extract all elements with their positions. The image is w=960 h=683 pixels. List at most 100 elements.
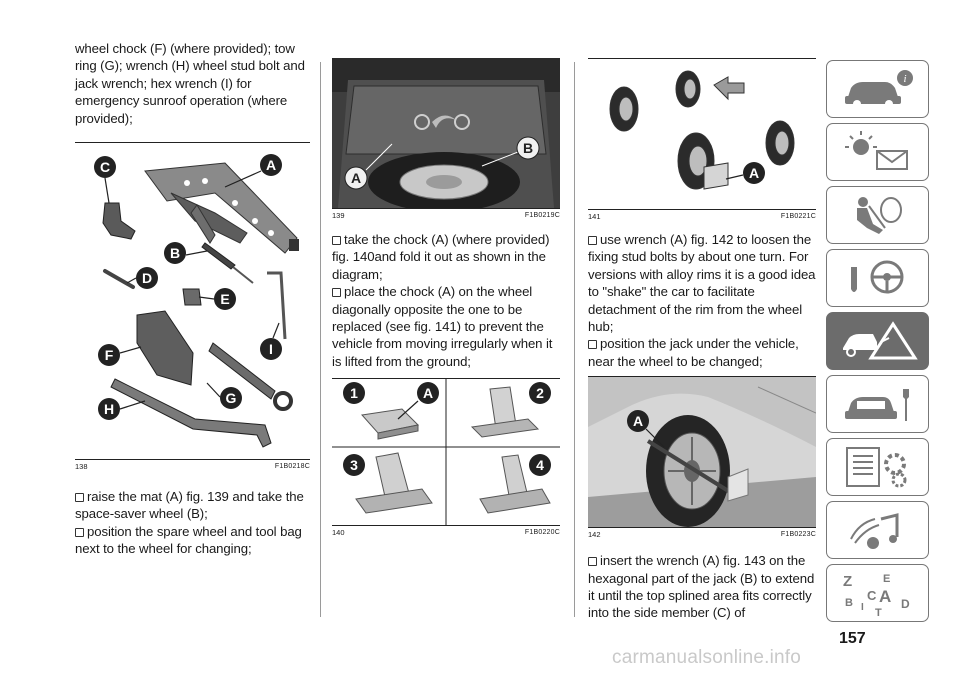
- figure-142-illustration: A: [588, 377, 817, 528]
- car-info-icon: i: [844, 70, 913, 108]
- figure-number: 138: [75, 462, 88, 471]
- callout-A: A: [351, 170, 361, 186]
- tab-maintenance[interactable]: [826, 375, 929, 433]
- tab-letter: A: [879, 587, 891, 606]
- column-divider: [320, 62, 321, 617]
- step-item: take the chock (A) (where provided) fig.…: [332, 231, 560, 283]
- figure-number: 141: [588, 212, 601, 221]
- tab-letter: T: [875, 607, 882, 618]
- tab-car-info[interactable]: i: [826, 60, 929, 118]
- callout-3: 3: [350, 457, 358, 473]
- watermark: carmanualsonline.info: [612, 647, 802, 668]
- figure-138: C A B D E F I G H: [75, 142, 310, 472]
- step-text: insert the wrench (A) fig. 143 on the he…: [588, 553, 815, 621]
- figure-140-illustration: 1 A 2 3 4: [332, 379, 560, 526]
- step-item: position the jack under the vehicle, nea…: [588, 335, 816, 370]
- step-item: position the spare wheel and tool bag ne…: [75, 523, 310, 558]
- col3-steps-b: insert the wrench (A) fig. 143 on the he…: [588, 552, 816, 622]
- figure-code: F1B0223C: [780, 531, 816, 539]
- callout-I: I: [269, 341, 273, 357]
- col2-steps: take the chock (A) (where provided) fig.…: [332, 231, 560, 370]
- figure-139-caption: 139 F1B0219C: [332, 208, 560, 220]
- checkbox-bullet-icon: [332, 236, 341, 245]
- tab-airbag-safety[interactable]: [826, 186, 929, 244]
- tab-letter: I: [861, 602, 864, 613]
- step-text: position the jack under the vehicle, nea…: [588, 336, 799, 369]
- step-text: place the chock (A) on the wheel diagona…: [332, 284, 553, 369]
- tab-index[interactable]: Z E B A I C D T: [826, 564, 929, 622]
- checkbox-bullet-icon: [332, 288, 341, 298]
- car-maintenance-icon: [844, 389, 909, 421]
- tab-technical-data[interactable]: [826, 438, 929, 496]
- tab-steering[interactable]: [826, 249, 929, 307]
- dashboard-lights-icon: [844, 131, 908, 170]
- checkbox-bullet-icon: [588, 557, 597, 567]
- step-item: place the chock (A) on the wheel diagona…: [332, 283, 560, 370]
- callout-1: 1: [350, 385, 358, 401]
- tab-emergency[interactable]: [826, 312, 929, 370]
- step-item: use wrench (A) fig. 142 to loosen the fi…: [588, 231, 816, 335]
- callout-B: B: [170, 245, 180, 261]
- tab-letter: C: [867, 588, 877, 603]
- callout-A: A: [749, 165, 759, 181]
- intro-paragraph: wheel chock (F) (where provided); tow ri…: [75, 41, 305, 126]
- callout-2: 2: [536, 385, 544, 401]
- checkbox-bullet-icon: [588, 236, 597, 245]
- figure-number: 140: [332, 528, 345, 538]
- callout-A: A: [633, 413, 643, 429]
- jack-illustration: [144, 162, 299, 254]
- callout-B: B: [523, 140, 533, 156]
- figure-141-illustration: A: [609, 70, 795, 190]
- figure-number: 139: [332, 211, 345, 220]
- figure-code: F1B0221C: [780, 213, 816, 220]
- step-text: position the spare wheel and tool bag ne…: [75, 523, 302, 557]
- callout-F: F: [105, 347, 114, 363]
- tab-dashboard-lights[interactable]: [826, 123, 929, 181]
- figure-142: A 142 F1B0223C: [588, 376, 817, 540]
- multimedia-icon: [849, 513, 898, 549]
- figure-138-caption: 138 F1B0218C: [75, 459, 310, 471]
- step-text: take the chock (A) (where provided) fig.…: [332, 232, 550, 282]
- figure-code: F1B0220C: [524, 529, 560, 537]
- figure-code: F1B0218C: [274, 463, 310, 470]
- callout-4: 4: [536, 457, 544, 473]
- checkbox-bullet-icon: [75, 527, 84, 537]
- steering-wheel-icon: [850, 260, 903, 294]
- figure-139-illustration: A B: [332, 58, 560, 212]
- figure-141-caption: 141 F1B0221C: [588, 209, 816, 221]
- page-number: 157: [839, 630, 866, 647]
- technical-data-icon: [845, 447, 906, 488]
- checkbox-bullet-icon: [588, 340, 597, 350]
- step-item: raise the mat (A) fig. 139 and take the …: [75, 488, 310, 523]
- tab-multimedia[interactable]: [826, 501, 929, 559]
- figure-139: A B 139 F1B0219C: [332, 58, 560, 220]
- callout-D: D: [142, 270, 152, 286]
- callout-G: G: [226, 390, 237, 406]
- step-text: raise the mat (A) fig. 139 and take the …: [75, 489, 304, 522]
- tab-letter: B: [845, 597, 853, 609]
- column-1: wheel chock (F) (where provided); tow ri…: [75, 40, 310, 558]
- callout-E: E: [220, 291, 229, 307]
- figure-140-caption: 140 F1B0220C: [332, 525, 560, 537]
- step-item: insert the wrench (A) fig. 143 on the he…: [588, 552, 816, 622]
- column-3: A 141 F1B0221C use wrench (A) fig. 142 t…: [588, 58, 817, 622]
- alphabetical-index-icon: Z E B A I C D T: [843, 573, 910, 618]
- tab-letter: D: [901, 597, 910, 611]
- col3-steps-a: use wrench (A) fig. 142 to loosen the fi…: [588, 231, 816, 370]
- step-text: use wrench (A) fig. 142 to loosen the fi…: [588, 232, 816, 335]
- figure-140: 1 A 2 3 4 140 F1B0220C: [332, 378, 560, 537]
- socket-illustration: [102, 202, 136, 240]
- callout-A: A: [423, 385, 433, 401]
- callout-H: H: [104, 401, 114, 417]
- column-divider: [574, 62, 575, 617]
- callout-A: A: [266, 157, 276, 173]
- tab-letter: E: [883, 573, 890, 585]
- tab-letter: Z: [843, 573, 852, 590]
- column-2: A B 139 F1B0219C take the chock (A) (whe…: [332, 58, 560, 537]
- col1-steps: raise the mat (A) fig. 139 and take the …: [75, 488, 310, 558]
- svg-text:i: i: [903, 73, 906, 85]
- callout-C: C: [100, 159, 110, 175]
- figure-number: 142: [588, 530, 601, 540]
- chapter-tabs: i: [826, 60, 929, 627]
- emergency-warning-icon: [842, 321, 918, 360]
